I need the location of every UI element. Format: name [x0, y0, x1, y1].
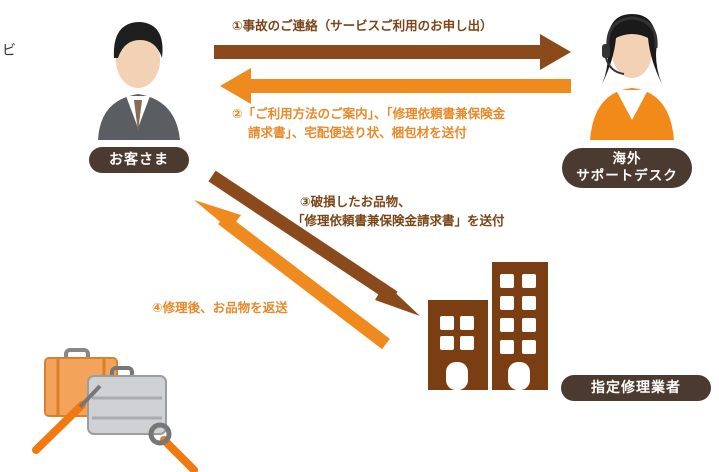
- arrow-step-3: [208, 170, 420, 316]
- step-2-text-line2: 請求書」、宅配便送り状、梱包材を送付: [248, 125, 467, 140]
- repair-shop-label: 指定修理業者: [561, 375, 711, 401]
- step-2-text-line1: ②「ご利用方法のご案内」、「修理依頼書兼保険金: [232, 106, 506, 121]
- step-4-text: ④修理後、お品物を返送: [152, 300, 288, 315]
- step-3-text-line1: ③破損したお品物、: [300, 194, 411, 209]
- step-3-text-line2: 「修理依頼書兼保険金請求書」を送付: [292, 213, 505, 228]
- arrow-step-2: [220, 68, 571, 104]
- repair-shop-building-icon: [428, 262, 548, 390]
- support-desk-label: 海外 サポートデスク: [562, 148, 692, 188]
- customer-person-icon: [98, 22, 180, 140]
- support-desk-label-line1: 海外: [612, 151, 642, 167]
- support-operator-icon: [590, 14, 674, 140]
- customer-label: お客さま: [89, 147, 189, 173]
- arrow-step-1: [214, 34, 571, 70]
- suitcase-tools-icon: [32, 348, 198, 472]
- support-desk-label-line2: サポートデスク: [576, 168, 678, 184]
- arrow-step-4: [194, 200, 390, 350]
- step-1-text: ①事故のご連絡（サービスご利用のお申し出）: [232, 18, 493, 33]
- partial-edge-text: ビ: [2, 43, 16, 59]
